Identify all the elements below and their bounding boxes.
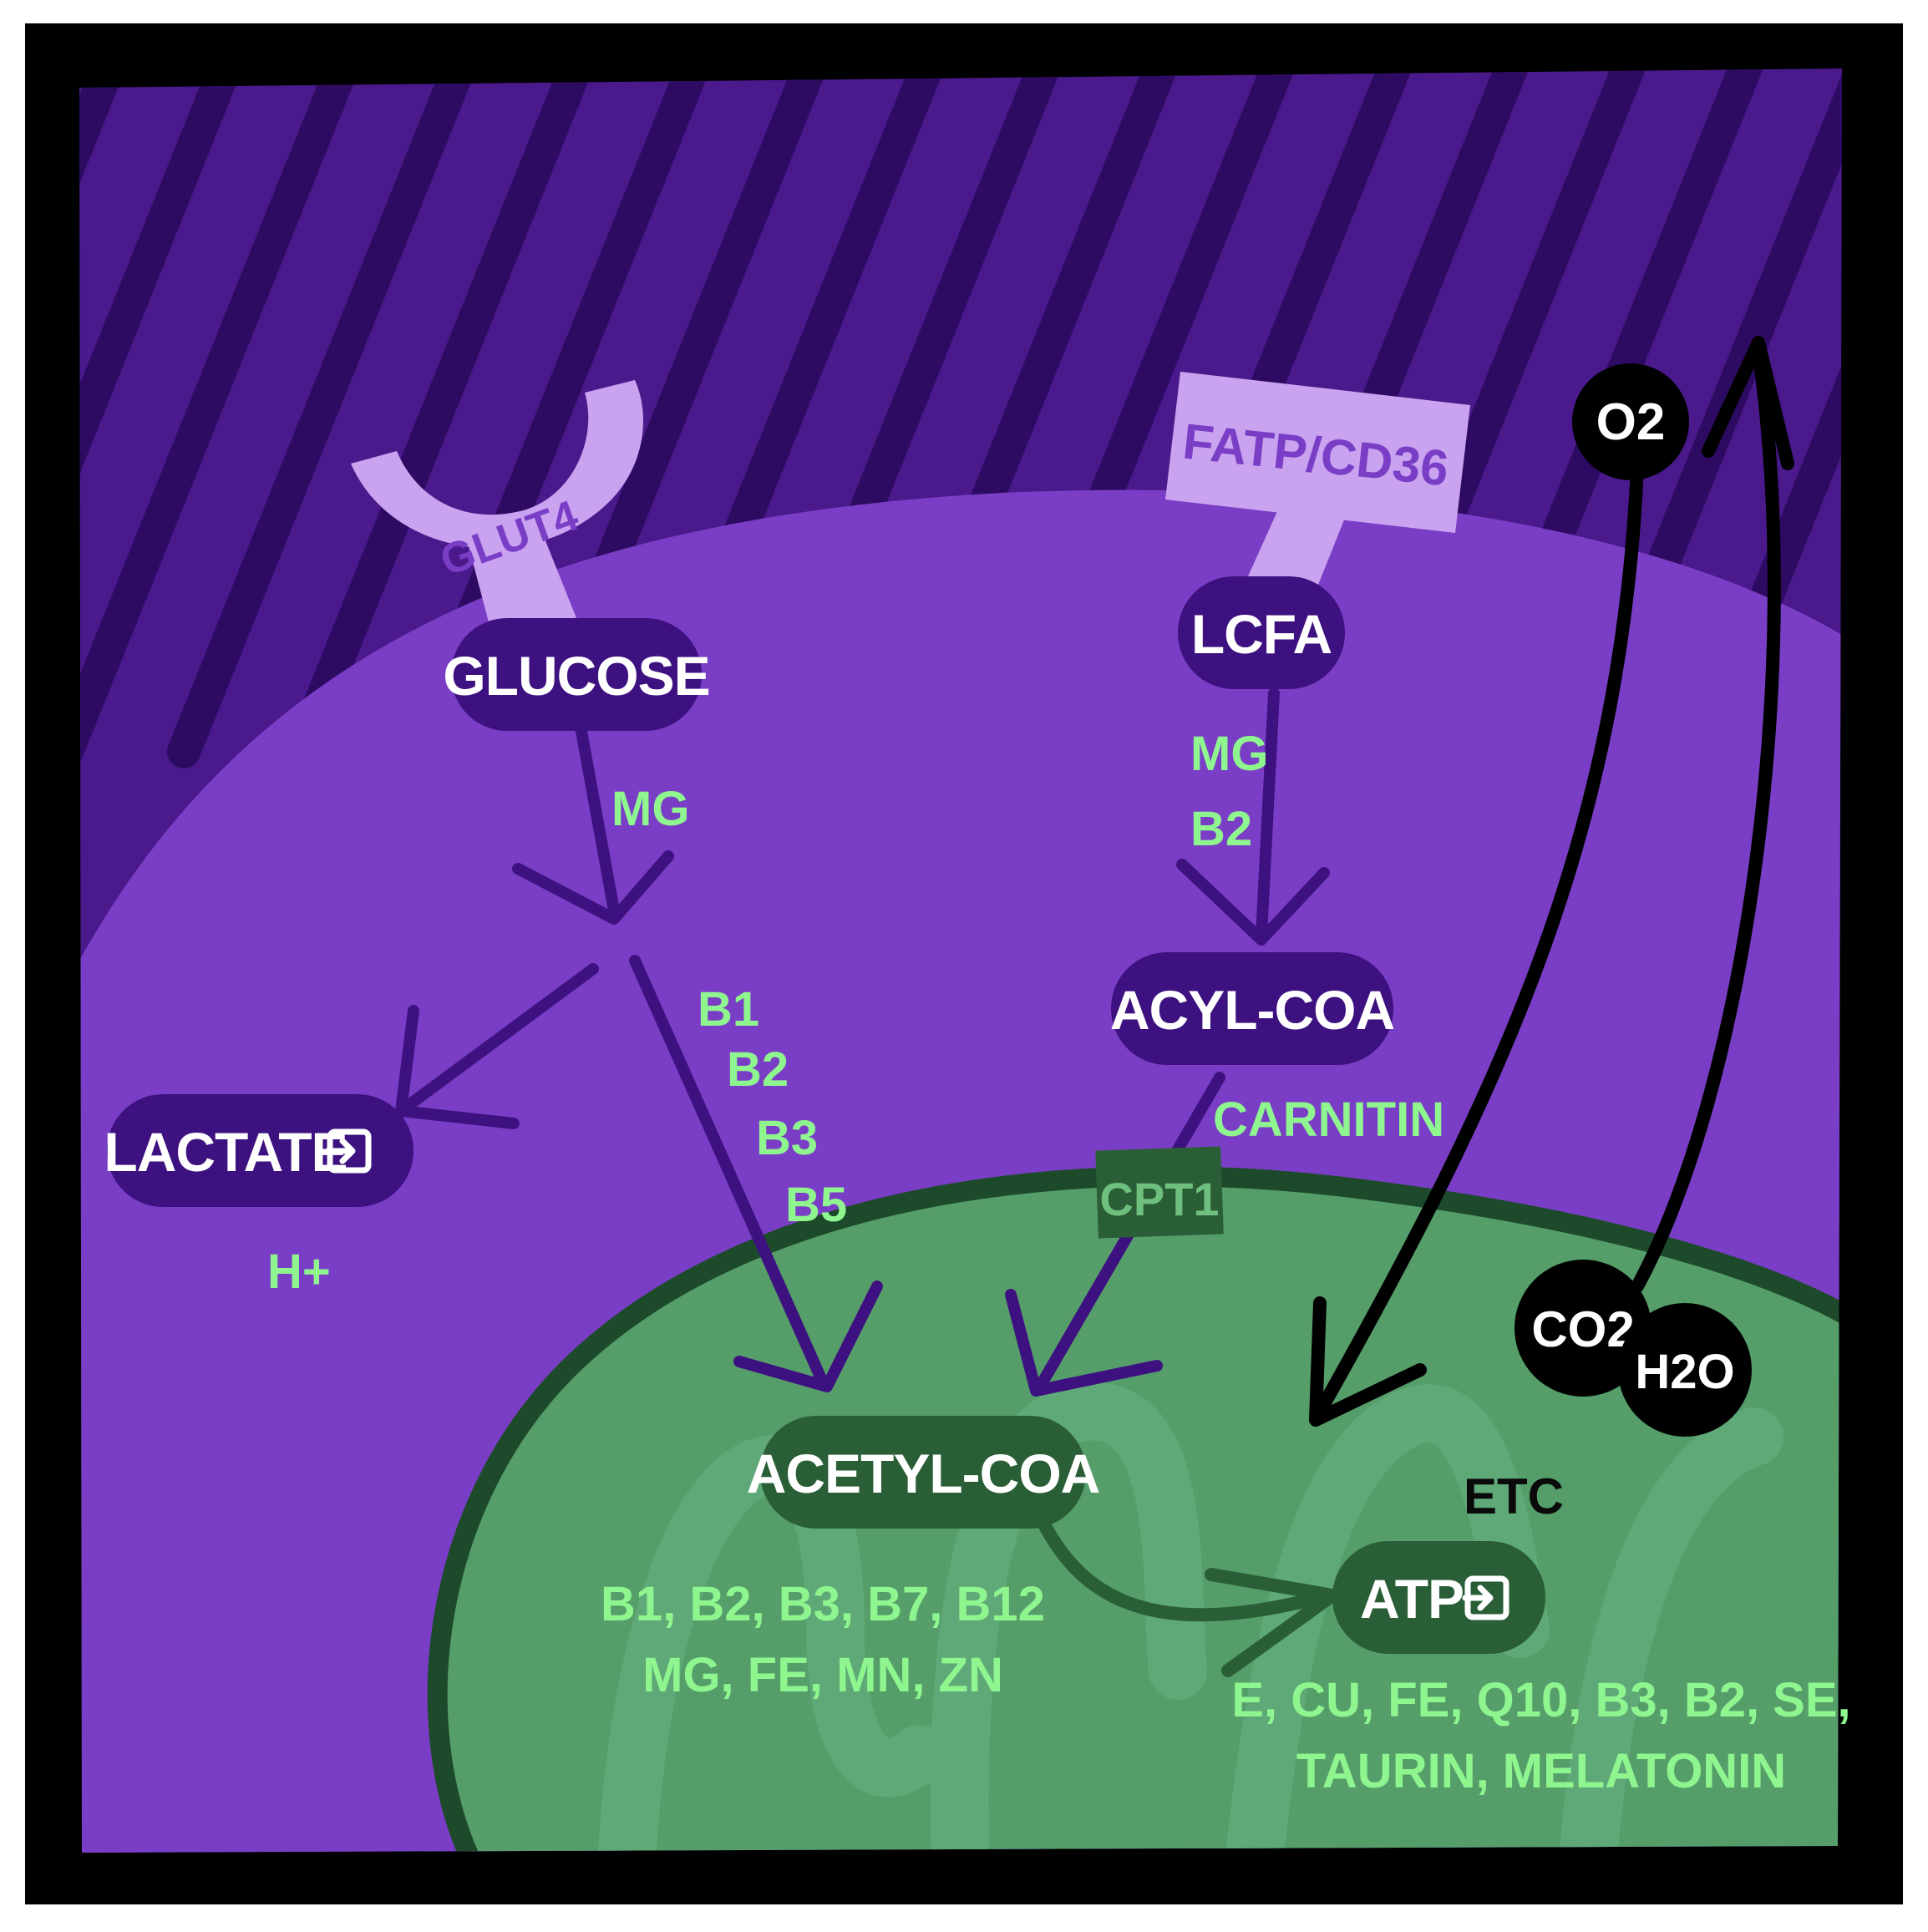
chevron-beta-ox-icon	[1005, 1289, 1163, 1397]
cofactor-lactate-h: H+	[267, 1245, 331, 1299]
node-atp-label: ATP	[1360, 1568, 1464, 1630]
chevron-co2-icon	[1702, 336, 1794, 470]
cofactor-tca-line1: B1, B2, B3, B7, B12	[601, 1577, 1045, 1631]
node-glucose: GLUCOSE	[443, 618, 711, 731]
node-lcfa-label: LCFA	[1191, 603, 1332, 665]
arrow-co2-out	[1631, 344, 1781, 1293]
etc-label: ETC	[1464, 1468, 1564, 1524]
cofactor-glycolysis: MG	[611, 782, 689, 836]
cofactor-pdh-b2: B2	[727, 1042, 789, 1097]
arrow-o2-in	[1313, 461, 1644, 1418]
glut4-transporter: GLUT4	[351, 380, 643, 622]
node-acetyl-coa-label: ACETYL-COA	[747, 1443, 1100, 1504]
export-arrow-icon	[1462, 1575, 1509, 1620]
pathway-arrows	[395, 687, 1330, 1397]
chevron-glucose-icon	[512, 850, 674, 925]
export-arrow-icon	[324, 1128, 372, 1174]
chevron-atp-icon	[1205, 1568, 1339, 1677]
stripe	[79, 68, 242, 768]
chevron-lactate-icon	[395, 1005, 520, 1129]
cpt1-transporter: CPT1	[1095, 1146, 1224, 1239]
molecule-co2-label: CO2	[1531, 1301, 1634, 1357]
node-acetyl-coa: ACETYL-COA	[747, 1416, 1100, 1529]
chevron-lcfa-icon	[1176, 859, 1330, 946]
chevron-o2-icon	[1309, 1296, 1427, 1427]
molecule-o2: O2	[1572, 363, 1689, 480]
cofactor-tca-line2: MG, FE, MN, ZN	[642, 1648, 1003, 1702]
cofactor-pdh-b3: B3	[756, 1111, 818, 1165]
arrow-lcfa-to-acyl-coa	[1256, 687, 1280, 941]
arrow-to-acetyl-coa-pdh	[629, 955, 829, 1388]
molecule-o2-label: O2	[1596, 393, 1666, 451]
cpt1-label: CPT1	[1099, 1173, 1219, 1225]
fatp-transporter: FATP/CD36	[1165, 372, 1470, 601]
cofactor-lcfa-b2: B2	[1190, 802, 1252, 856]
cofactor-etc-line1: E, CU, FE, Q10, B3, B2, SE,	[1231, 1673, 1850, 1727]
stripe	[167, 68, 476, 768]
node-lactate-label: LACTATE	[104, 1121, 347, 1183]
stripe	[79, 68, 359, 768]
molecule-h2o-label: H2O	[1635, 1345, 1734, 1399]
node-atp: ATP	[1332, 1541, 1545, 1654]
cofactor-pdh-b5: B5	[785, 1178, 847, 1232]
arrow-glucose-to-split	[575, 721, 620, 916]
gas-exchange-arrows	[1309, 336, 1794, 1427]
cofactor-lcfa-mg: MG	[1190, 727, 1268, 781]
node-lcfa: LCFA	[1178, 576, 1345, 689]
molecule-h2o: H2O	[1618, 1303, 1752, 1437]
molecule-co2: CO2	[1514, 1260, 1651, 1397]
cofactor-pdh-b1: B1	[698, 982, 759, 1037]
node-glucose-label: GLUCOSE	[443, 645, 709, 707]
mitochondrion-cristae	[597, 1382, 1783, 1853]
stripe	[284, 68, 593, 768]
node-acyl-coa-label: ACYL-COA	[1110, 979, 1394, 1041]
chevron-pdh-icon	[733, 1280, 883, 1392]
node-acyl-coa: ACYL-COA	[1110, 952, 1395, 1065]
cofactor-etc-line2: TAURIN, MELATONIN	[1296, 1744, 1786, 1798]
node-lactate: LACTATE	[104, 1094, 414, 1207]
arrow-to-lactate	[395, 963, 599, 1117]
cofactor-carnitine: CARNITIN	[1213, 1093, 1444, 1147]
arrow-acetyl-coa-to-atp	[1033, 1509, 1339, 1677]
